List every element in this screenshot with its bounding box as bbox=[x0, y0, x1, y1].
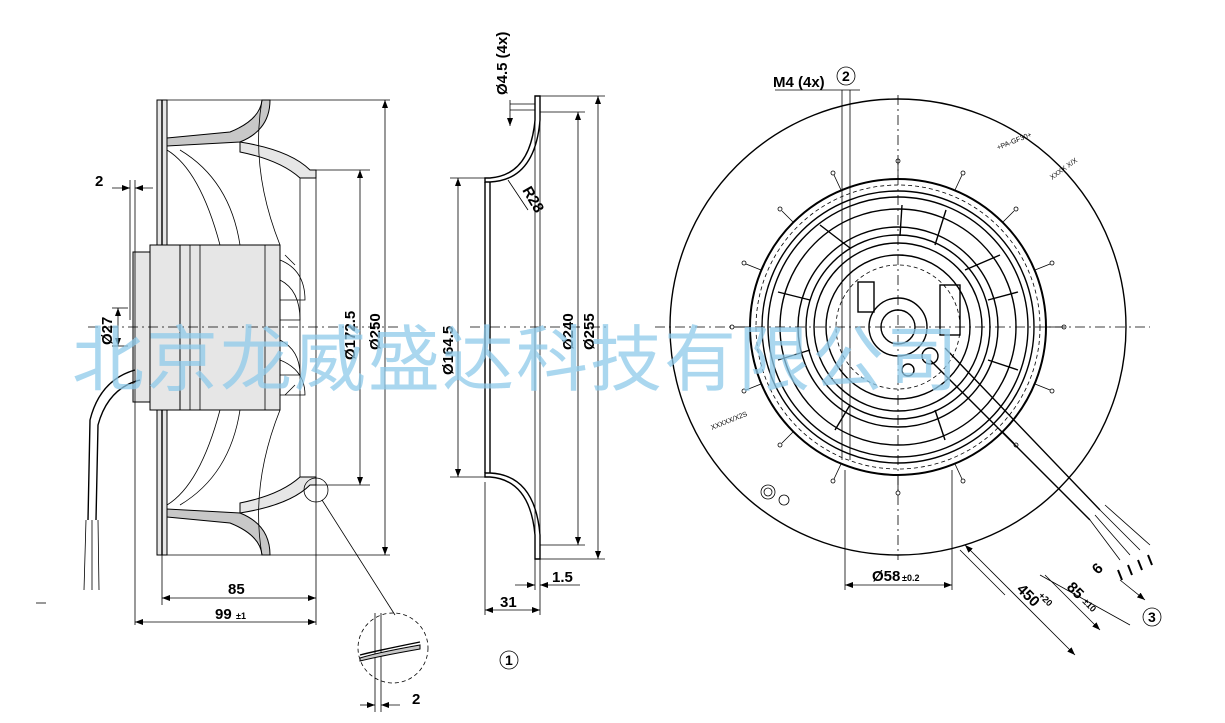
ring-dim-31: 31 bbox=[500, 594, 517, 611]
callout-1: 1 bbox=[505, 652, 513, 668]
ring-dim-15: 1.5 bbox=[552, 569, 573, 586]
front-label-code: XXXXX/X2S bbox=[710, 411, 749, 432]
ring-dim-d164: Ø164.5 bbox=[440, 326, 457, 375]
impeller-top-blade bbox=[166, 99, 271, 147]
front-dim-450-tol: +20 bbox=[1037, 590, 1055, 608]
watermark-text: 北京龙威盛达科技有限公司 bbox=[72, 318, 960, 402]
front-dim-m4: M4 (4x) bbox=[773, 74, 825, 91]
front-dim-d58: Ø58 bbox=[872, 568, 900, 585]
shroud-top bbox=[239, 141, 317, 179]
front-dim-6: 6 bbox=[1089, 560, 1107, 578]
callout-3-circle-icon bbox=[1142, 607, 1162, 627]
side-view: 2 Ø27 Ø172.5 Ø250 85 99 ±1 bbox=[36, 99, 400, 625]
radial-bars bbox=[777, 204, 1019, 441]
side-dim-d27: Ø27 bbox=[99, 317, 116, 345]
ring-dim-d240: Ø240 bbox=[560, 313, 577, 350]
front-cable bbox=[929, 347, 1153, 581]
cable bbox=[87, 369, 136, 521]
connector-right bbox=[939, 284, 961, 336]
ring-profile-top bbox=[484, 95, 541, 183]
ring-dim-r28: R28 bbox=[519, 184, 547, 216]
side-dim-99: 99 bbox=[215, 606, 232, 623]
motor-body bbox=[149, 244, 181, 411]
detail-view: 2 bbox=[357, 612, 429, 712]
detail-circle bbox=[357, 612, 429, 684]
motor-rotor bbox=[179, 244, 281, 411]
front-label-pa: +PA-GF30+ bbox=[996, 132, 1033, 152]
impeller-bottom-blade bbox=[166, 508, 271, 556]
shroud-bottom bbox=[239, 476, 317, 514]
ring-view: Ø4.5 (4x) R28 Ø164.5 Ø240 Ø255 1.5 31 1 bbox=[440, 32, 610, 670]
ring-dim-hole: Ø4.5 (4x) bbox=[494, 32, 511, 95]
side-dim-85: 85 bbox=[228, 581, 245, 598]
side-dim-d250: Ø250 bbox=[367, 313, 384, 350]
front-view: M4 (4x) 2 Ø58 ±0.2 450 +20 85 ±10 6 3 +P… bbox=[655, 66, 1162, 656]
detail-dim-2: 2 bbox=[412, 691, 420, 708]
callout-3: 3 bbox=[1148, 609, 1156, 625]
detail-marker-circle bbox=[303, 477, 329, 503]
side-dim-d172: Ø172.5 bbox=[342, 311, 359, 360]
front-dim-d58-tol: ±0.2 bbox=[902, 573, 919, 583]
callout-2: 2 bbox=[842, 68, 850, 84]
callout-2-circle-icon bbox=[836, 66, 856, 86]
side-dim-2: 2 bbox=[95, 173, 103, 190]
callout-1-circle-icon bbox=[499, 650, 519, 670]
ring-dim-d255: Ø255 bbox=[581, 313, 598, 350]
side-dim-99-tol: ±1 bbox=[236, 611, 246, 621]
ring-profile-bottom bbox=[484, 472, 541, 560]
connector-left bbox=[857, 281, 875, 313]
